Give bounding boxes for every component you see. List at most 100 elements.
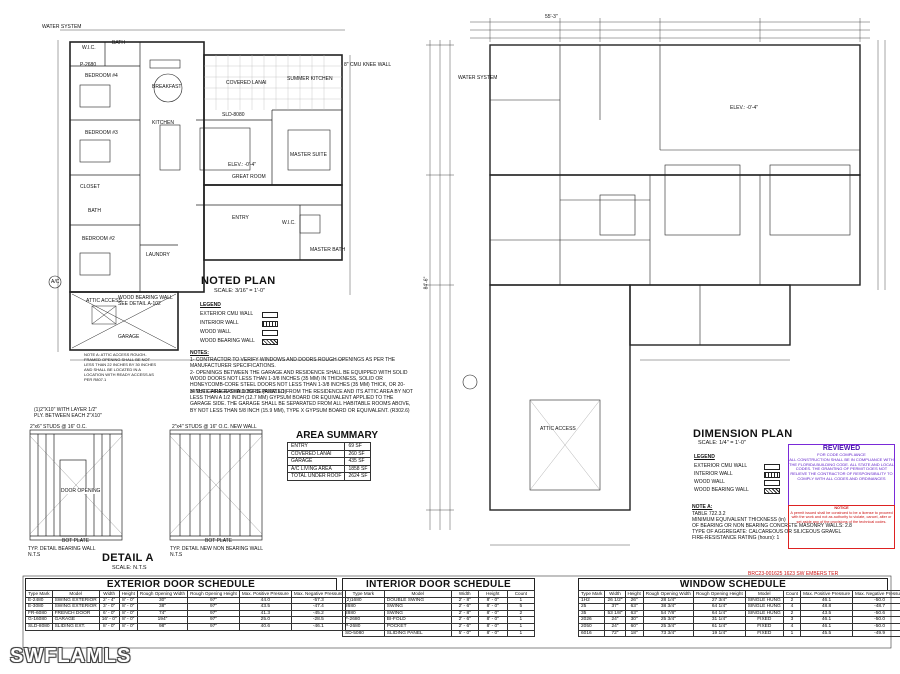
dim-water-system-label: WATER SYSTEM: [458, 75, 498, 81]
dim-attic-access-label: ATTIC ACCESS: [540, 426, 576, 432]
area-summary-cell: GARAGE: [286, 457, 346, 466]
exterior-door-cell: 97": [187, 616, 240, 624]
exterior-door-cell: -57.3: [290, 596, 346, 605]
mls-watermark: SWFLAMLS: [10, 645, 132, 667]
window-header-cell: Rough Opening Height: [692, 590, 746, 598]
window-cell: SINGLE HUNG: [744, 609, 784, 618]
window-header-cell: Max. Positive Pressure: [800, 590, 854, 598]
interior-door-cell: 2' - 6": [450, 603, 479, 611]
window-cell: 1H2: [577, 596, 606, 605]
window-cell: -50.0: [852, 622, 900, 631]
laundry-label: LAUNDRY: [146, 252, 170, 258]
note-2: 2- OPENINGS BETWEEN THE GARAGE AND RESID…: [190, 370, 408, 395]
interior-door-cell: 1: [506, 596, 536, 605]
dim-swatch-bearing: [764, 488, 780, 494]
interior-door-cell: POCKET: [383, 622, 452, 631]
window-cell: FIXED: [744, 629, 784, 638]
exterior-door-cell: 8' - 0": [118, 609, 138, 618]
exterior-door-cell: 30": [136, 596, 189, 605]
interior-door-cell: 2680: [342, 603, 385, 611]
pocket-door-label: P-2680: [80, 62, 97, 68]
window-cell: 38 3/4": [642, 603, 694, 611]
exterior-door-schedule-title: EXTERIOR DOOR SCHEDULE: [25, 578, 337, 590]
kitchen-label: KITCHEN: [152, 120, 174, 126]
window-header-cell: Width: [604, 590, 626, 598]
legend-swatch-interior: [262, 321, 278, 327]
interior-door-cell: P-2680: [342, 622, 385, 631]
nonbearing-wall-nts: N.T.S: [170, 552, 183, 558]
exterior-door-cell: 3' - 0": [98, 603, 120, 611]
window-cell: -50.6: [852, 609, 900, 618]
window-header-cell: Type Mark: [577, 590, 606, 598]
window-header-cell: Rough Opening Width: [642, 590, 694, 598]
interior-door-header-cell: Height: [477, 590, 508, 598]
window-cell: 72": [604, 629, 626, 638]
dim-legend-bearing: WOOD BEARING WALL: [694, 487, 749, 493]
bot-plate-right: BOT PLATE: [205, 538, 233, 544]
dimension-plan-walls: [489, 44, 861, 511]
exterior-door-cell: FRENCH DOOR: [51, 609, 100, 618]
window-cell: 64 1/4": [692, 609, 746, 618]
detail-left-top: 2"x6" STUDS @ 16" O.C.: [30, 424, 87, 430]
interior-door-cell: BI-FOLD: [383, 616, 452, 624]
bath-2-label: BATH: [88, 208, 101, 214]
exterior-door-header-cell: Height: [118, 590, 138, 598]
area-summary-cell: A/C LIVING AREA: [286, 464, 346, 473]
exterior-door-header-cell: Max. Positive Pressure: [238, 590, 292, 598]
area-summary-cell: 2624 SF: [344, 472, 372, 481]
interior-door-header-cell: Type Mark: [342, 590, 385, 598]
window-cell: 2: [782, 596, 802, 605]
bath-label: BATH: [112, 40, 125, 46]
dim-legend-title: LEGEND: [694, 454, 715, 460]
exterior-door-cell: 97": [187, 622, 240, 631]
window-cell: 30": [624, 616, 644, 624]
master-bath-label: MASTER BATH: [310, 247, 346, 253]
interior-door-cell: 1: [506, 622, 536, 631]
exterior-door-cell: 97": [187, 596, 240, 605]
exterior-door-cell: E-3080: [25, 603, 53, 611]
dimension-plan-scale: SCALE: 1/4" = 1'-0": [698, 440, 746, 446]
review-stamp-body: ALL CONSTRUCTION SHALL BE IN COMPLIANCE …: [789, 456, 894, 481]
window-schedule-title: WINDOW SCHEDULE: [578, 578, 888, 590]
exterior-door-cell: 41.3: [238, 609, 292, 618]
window-cell: 1: [782, 629, 802, 638]
bearing-wall-nts: N.T.S: [28, 552, 41, 558]
window-cell: 63": [624, 603, 644, 611]
permit-number-tag: BRC23-001625 1623 SW EMBERS TER: [748, 571, 839, 577]
legend-exterior-cmu: EXTERIOR CMU WALL: [200, 311, 254, 317]
exterior-door-cell: G-16080: [25, 616, 53, 624]
window-cell: FIXED: [744, 616, 784, 624]
window-cell: FIXED: [744, 622, 784, 631]
interior-door-cell: 8' - 0": [477, 622, 508, 631]
exterior-door-cell: 2' - 4": [98, 596, 120, 605]
noted-plan-walls: [69, 41, 343, 351]
dim-ticks: [426, 18, 861, 511]
exterior-door-header-cell: Type Mark: [25, 590, 53, 598]
dimension-plan-title: DIMENSION PLAN: [693, 428, 793, 440]
bearing-wall-callout: WOOD BEARING WALL SEE DETAIL A-102: [118, 295, 173, 307]
dim-note-line-5: FIRE-RESISTANCE RATING (hours): 1: [692, 535, 780, 541]
interior-door-cell: 5' - 0": [450, 629, 479, 638]
window-header-cell: Model: [744, 590, 784, 598]
exterior-door-cell: GARAGE: [51, 616, 100, 624]
window-cell: -48.7: [852, 603, 900, 611]
exterior-door-header-cell: Max. Negative Pressure: [290, 590, 346, 598]
exterior-door-cell: 8' - 0": [118, 603, 138, 611]
bedroom-4-label: BEDROOM #4: [85, 73, 118, 79]
exterior-door-cell: 6' - 0": [98, 609, 120, 618]
window-cell: 35: [577, 609, 606, 618]
